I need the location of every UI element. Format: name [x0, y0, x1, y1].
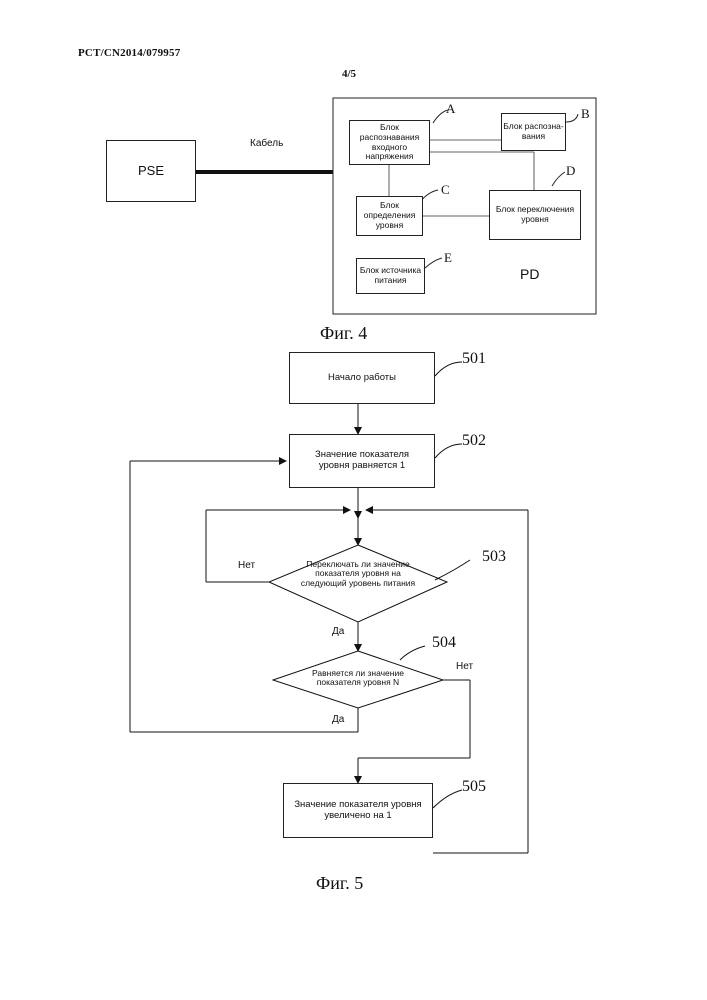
label-504: 504: [432, 634, 456, 652]
block-c: Блок определения уровня: [356, 196, 423, 236]
branch-yes-504: Да: [332, 714, 344, 725]
branch-yes-503: Да: [332, 626, 344, 637]
block-d-label: Блок переключения уровня: [490, 205, 580, 225]
step-502-label: Значение показателя уровня равняется 1: [290, 450, 434, 472]
label-501: 501: [462, 350, 486, 368]
step-501: Начало работы: [289, 352, 435, 404]
fig4-caption: Фиг. 4: [320, 323, 367, 344]
label-503: 503: [482, 548, 506, 566]
block-b: Блок распозна-вания: [501, 113, 566, 151]
block-c-label: Блок определения уровня: [357, 201, 422, 230]
letter-a: A: [446, 101, 455, 117]
cable-label: Кабель: [250, 138, 283, 149]
letter-e: E: [444, 250, 452, 266]
decision-504-label: Равняется ли значение показателя уровня …: [300, 669, 416, 688]
block-a: Блок распознавания входного напряжения: [349, 120, 430, 165]
block-d: Блок переключения уровня: [489, 190, 581, 240]
letter-d: D: [566, 163, 575, 179]
step-501-label: Начало работы: [328, 373, 396, 384]
pd-label: PD: [520, 266, 539, 282]
block-b-label: Блок распозна-вания: [502, 122, 565, 142]
branch-no-504: Нет: [456, 661, 473, 672]
pse-box: PSE: [106, 140, 196, 202]
pse-label: PSE: [138, 164, 164, 179]
label-505: 505: [462, 778, 486, 796]
block-a-label: Блок распознавания входного напряжения: [350, 123, 429, 162]
step-502: Значение показателя уровня равняется 1: [289, 434, 435, 488]
letter-b: B: [581, 106, 590, 122]
block-e: Блок источника питания: [356, 258, 425, 294]
branch-no-503: Нет: [238, 560, 255, 571]
step-505-label: Значение показателя уровня увеличено на …: [284, 800, 432, 822]
step-505: Значение показателя уровня увеличено на …: [283, 783, 433, 838]
decision-503-label: Переключать ли значение показателя уровн…: [298, 560, 418, 588]
label-502: 502: [462, 432, 486, 450]
letter-c: C: [441, 182, 450, 198]
fig5-caption: Фиг. 5: [316, 873, 363, 894]
block-e-label: Блок источника питания: [357, 266, 424, 286]
